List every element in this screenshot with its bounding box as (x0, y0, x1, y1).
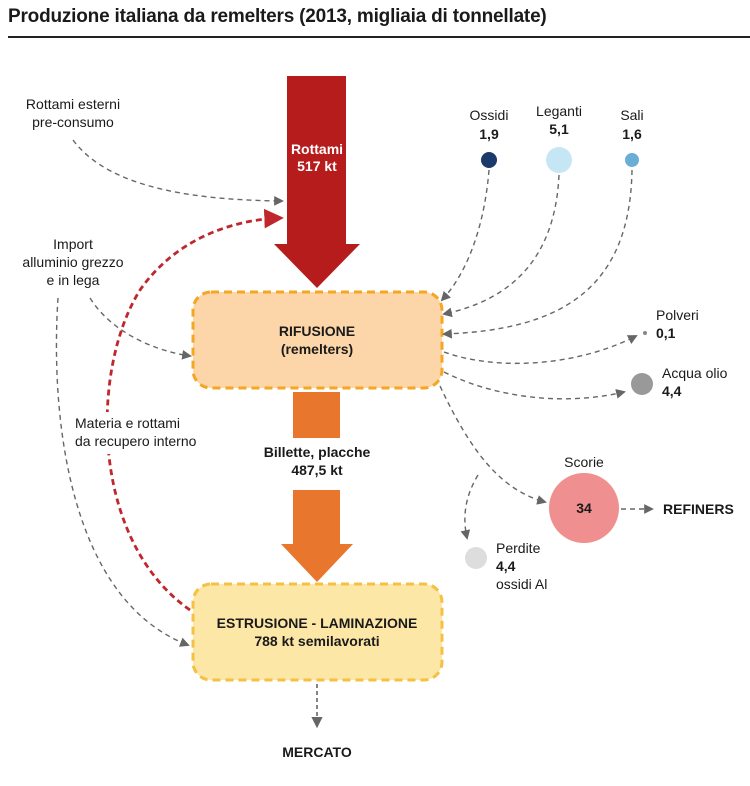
leganti-circle (546, 147, 572, 173)
billette-value: 487,5 kt (291, 462, 343, 478)
perdite-desc: ossidi Al (496, 576, 547, 592)
acqua-olio-circle (631, 373, 653, 395)
import-sublabel-2: e in lega (47, 272, 100, 288)
input-ossidi: Ossidi 1,9 (470, 107, 509, 168)
recupero-label-bg (72, 412, 230, 454)
ossidi-name: Ossidi (470, 107, 509, 123)
ossidi-value: 1,9 (479, 126, 499, 142)
perdite-circle (465, 547, 487, 569)
sali-name: Sali (620, 107, 643, 123)
sali-value: 1,6 (622, 126, 642, 142)
perdite-name: Perdite (496, 540, 541, 556)
recupero-loop (105, 208, 284, 612)
sali-connector (442, 169, 633, 339)
scorie-value: 34 (576, 500, 592, 516)
scorie-circle (549, 473, 619, 543)
rottami-value: 517 kt (297, 158, 337, 174)
rottami-arrow (274, 76, 360, 288)
acqua-olio-value: 4,4 (662, 383, 682, 399)
recupero-label: Materia e rottami (75, 415, 180, 431)
billette-arrow (281, 490, 353, 582)
rottami-esterni-sublabel: pre-consumo (32, 114, 114, 130)
rottami-esterni-connector (72, 139, 284, 206)
sali-circle (625, 153, 639, 167)
rottami-name: Rottami (291, 141, 343, 157)
scorie-name: Scorie (564, 454, 604, 470)
title-divider (8, 36, 750, 38)
recupero-sublabel: da recupero interno (75, 433, 197, 449)
mercato-label: MERCATO (282, 744, 352, 760)
acqua-olio-name: Acqua olio (662, 365, 728, 381)
billette-shaft-top (293, 392, 340, 438)
ossidi-connector (440, 169, 490, 302)
input-leganti: Leganti 5,1 (536, 103, 582, 173)
acqua-olio-connector (443, 371, 626, 400)
import-to-rifusione (89, 297, 192, 360)
import-sublabel-1: alluminio grezzo (22, 254, 123, 270)
perdite-value: 4,4 (496, 558, 516, 574)
import-label: Import (53, 236, 93, 252)
polveri-circle (643, 331, 647, 335)
estrusione-sublabel: 788 kt semilavorati (254, 633, 379, 649)
rifusione-box (191, 290, 444, 390)
leganti-connector (442, 174, 560, 318)
leganti-name: Leganti (536, 103, 582, 119)
rifusione-label: RIFUSIONE (279, 323, 355, 339)
perdite-connector (460, 474, 479, 540)
estrusione-label: ESTRUSIONE - LAMINAZIONE (217, 615, 418, 631)
estrusione-box (191, 582, 444, 682)
leganti-value: 5,1 (549, 121, 569, 137)
rottami-esterni-label: Rottami esterni (26, 96, 120, 112)
polveri-name: Polveri (656, 307, 699, 323)
billette-label: Billette, placche (264, 444, 371, 460)
rifusione-sublabel: (remelters) (281, 341, 353, 357)
polveri-connector (443, 335, 638, 365)
polveri-value: 0,1 (656, 325, 676, 341)
input-sali: Sali 1,6 (620, 107, 644, 167)
chart-title: Produzione italiana da remelters (2013, … (8, 6, 547, 27)
refiners-label: REFINERS (663, 501, 734, 517)
import-to-estrusione (55, 297, 190, 647)
scorie-connector (439, 385, 547, 505)
ossidi-circle (481, 152, 497, 168)
